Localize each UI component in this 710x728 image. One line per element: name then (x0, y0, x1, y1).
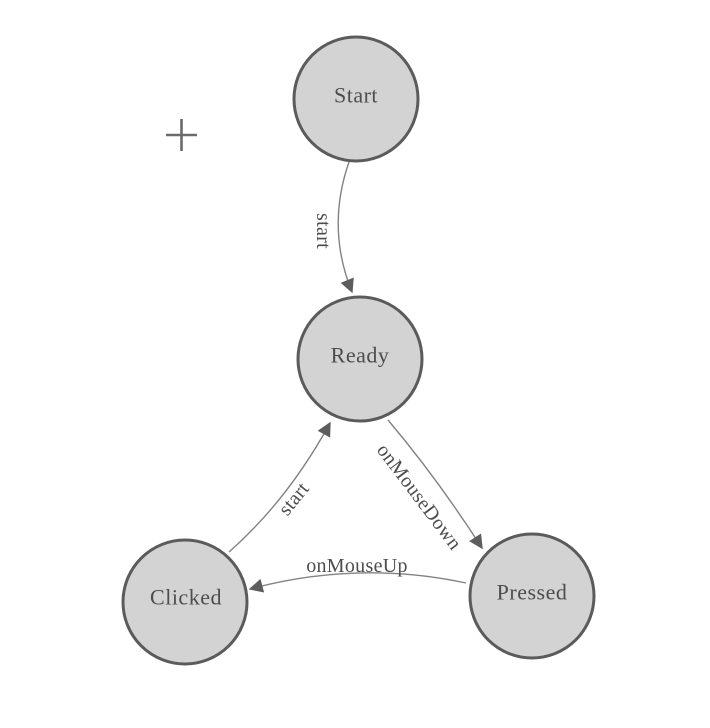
transition-label: start (312, 213, 334, 249)
transition-line[interactable] (387, 419, 483, 550)
state-label: Start (334, 83, 378, 108)
state-node-pressed[interactable]: Pressed (468, 532, 596, 660)
transition-label: start (274, 478, 314, 520)
state-label: Pressed (497, 580, 568, 605)
state-circle[interactable] (292, 35, 420, 163)
state-node-ready[interactable]: Ready (296, 295, 424, 423)
transition-line[interactable] (248, 572, 467, 593)
state-node-clicked[interactable]: Clicked (121, 538, 249, 666)
state-label: Ready (331, 343, 390, 368)
state-label: Clicked (150, 585, 222, 610)
transition-line[interactable] (228, 421, 331, 553)
state-circle[interactable] (468, 532, 596, 660)
transition-start-to-ready[interactable]: start (312, 161, 354, 294)
transition-clicked-to-ready[interactable]: start (228, 421, 331, 553)
state-circle[interactable] (296, 295, 424, 423)
transition-line[interactable] (337, 161, 354, 294)
transition-ready-to-pressed[interactable]: onMouseDown (372, 419, 483, 554)
transition-label: onMouseDown (372, 440, 466, 554)
state-circle[interactable] (121, 538, 249, 666)
transition-pressed-to-clicked[interactable]: onMouseUp (248, 555, 467, 593)
state-node-start[interactable]: Start (292, 35, 420, 163)
transition-label: onMouseUp (306, 555, 408, 577)
crosshair-cursor-icon (166, 119, 197, 151)
